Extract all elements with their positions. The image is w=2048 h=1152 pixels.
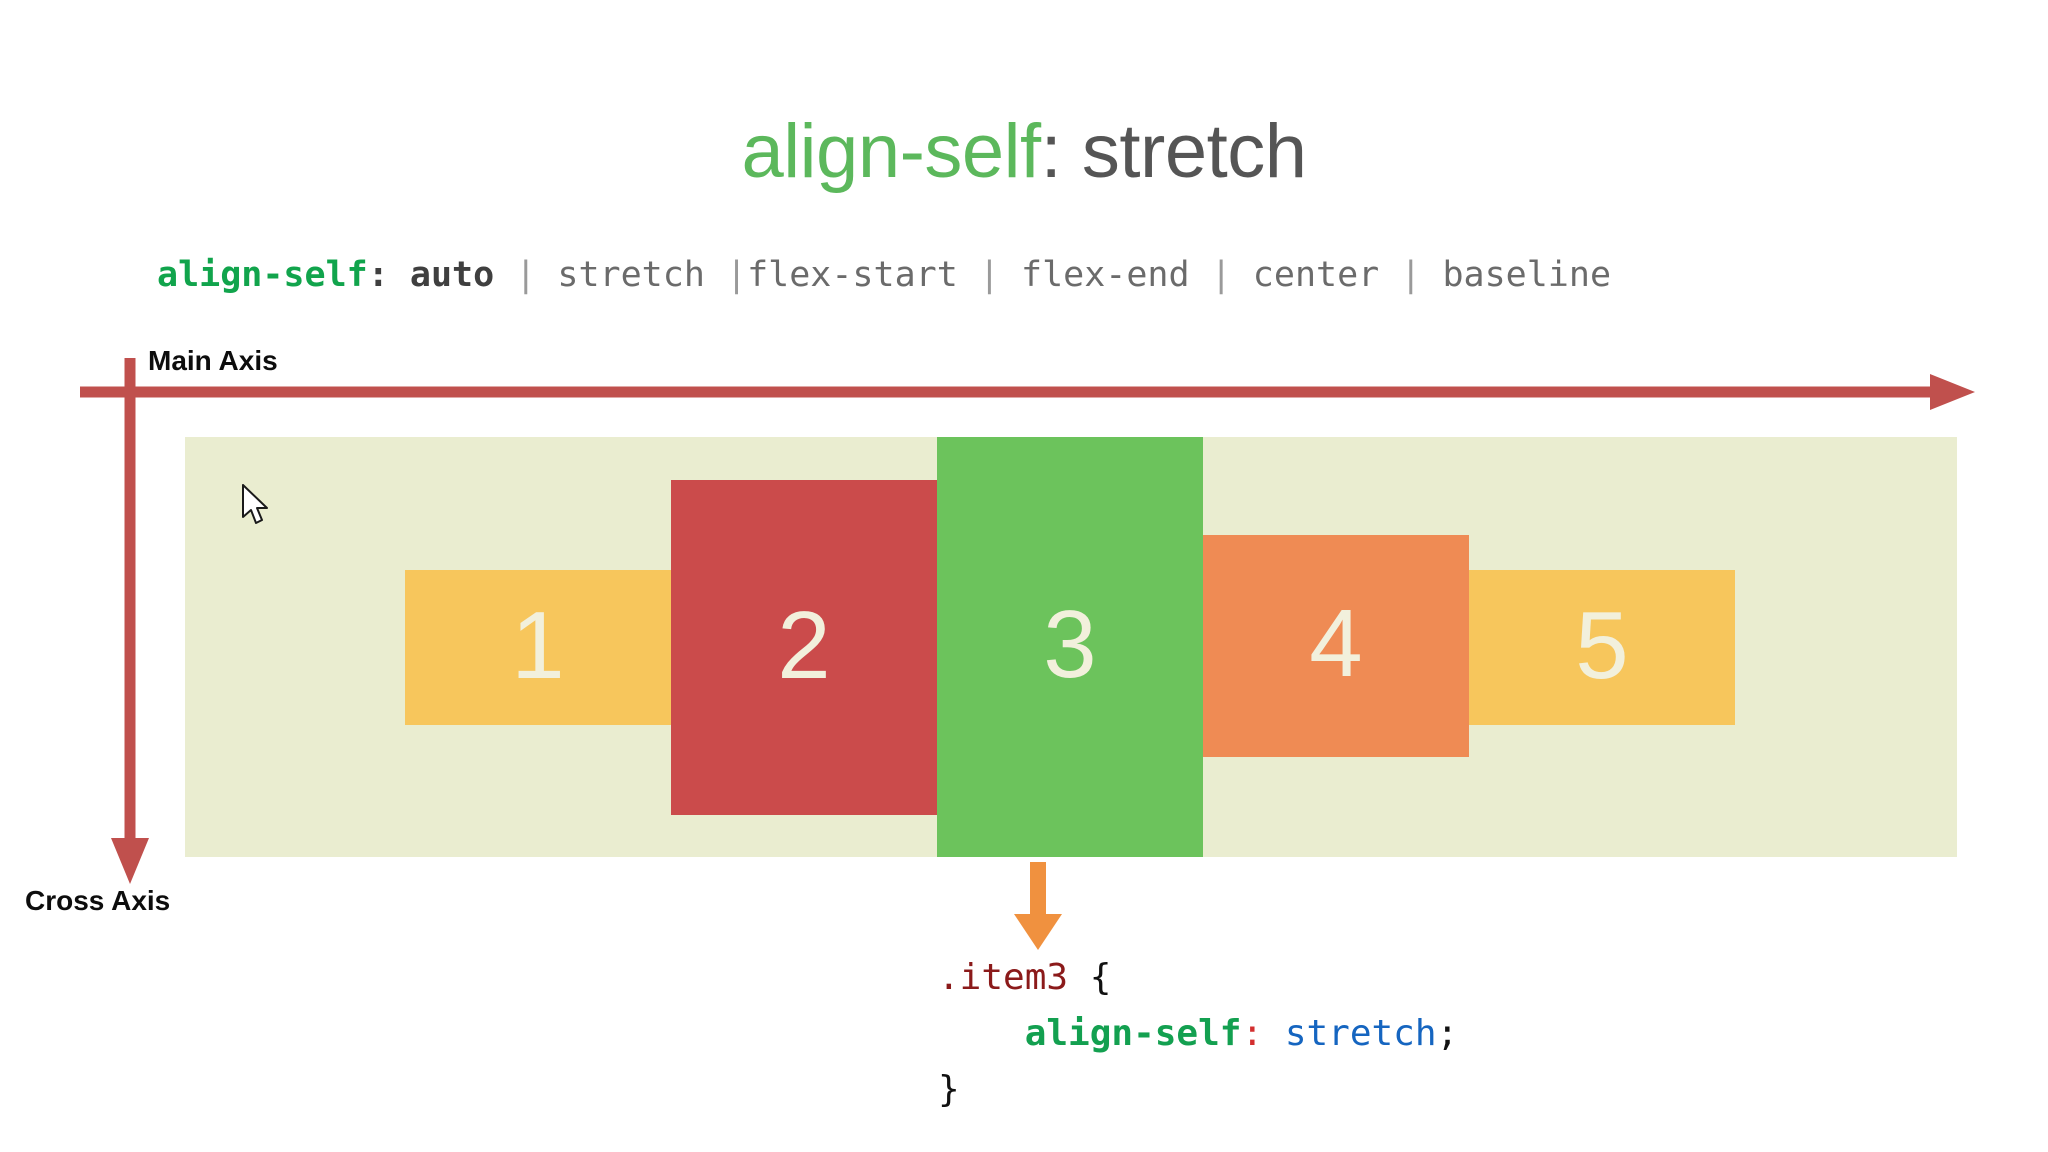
flex-item-3[interactable]: 3 (937, 437, 1203, 857)
title-separator: : (1040, 109, 1082, 194)
code-close-brace: } (938, 1068, 960, 1110)
syntax-value-stretch: stretch (557, 255, 705, 295)
code-colon: : (1241, 1012, 1264, 1054)
syntax-value-auto: auto (409, 255, 495, 295)
cross-axis-label: Cross Axis (25, 885, 171, 916)
code-indent (938, 1013, 1025, 1054)
syntax-line: align-self: auto | stretch |flex-start |… (157, 255, 1612, 295)
code-value: stretch (1263, 1012, 1437, 1054)
syntax-colon: : (367, 255, 410, 295)
code-semicolon: ; (1436, 1012, 1459, 1054)
flex-item-1-label: 1 (511, 591, 565, 699)
main-axis-label: Main Axis (148, 345, 278, 376)
syntax-property: align-self (157, 255, 368, 295)
title-property: align-self (741, 109, 1042, 194)
flex-item-2[interactable]: 2 (671, 480, 937, 815)
flex-item-5[interactable]: 5 (1469, 570, 1735, 725)
flex-item-4-label: 4 (1309, 590, 1363, 697)
flex-item-5-label: 5 (1575, 591, 1629, 699)
syntax-value-flex-end: flex-end (1021, 255, 1190, 295)
syntax-value-baseline: baseline (1442, 255, 1612, 295)
flex-item-2-label: 2 (777, 591, 831, 699)
flex-item-4[interactable]: 4 (1203, 535, 1469, 757)
page-title: align-self: stretch (0, 112, 2048, 192)
syntax-value-flex-start: flex-start (747, 255, 958, 295)
flex-item-3-label: 3 (1043, 591, 1097, 698)
callout-arrow-icon (1014, 862, 1062, 950)
syntax-value-center: center (1252, 255, 1380, 295)
flex-item-1[interactable]: 1 (405, 570, 671, 725)
title-value: stretch (1081, 109, 1307, 194)
code-snippet: .item3 { align-self: stretch; } (938, 950, 1458, 1117)
code-selector: .item3 (938, 957, 1069, 998)
mouse-pointer-icon (242, 484, 268, 524)
code-property: align-self (1024, 1012, 1242, 1054)
code-open-brace: { (1068, 957, 1112, 998)
flex-container: 1 2 3 4 5 (185, 437, 1957, 857)
